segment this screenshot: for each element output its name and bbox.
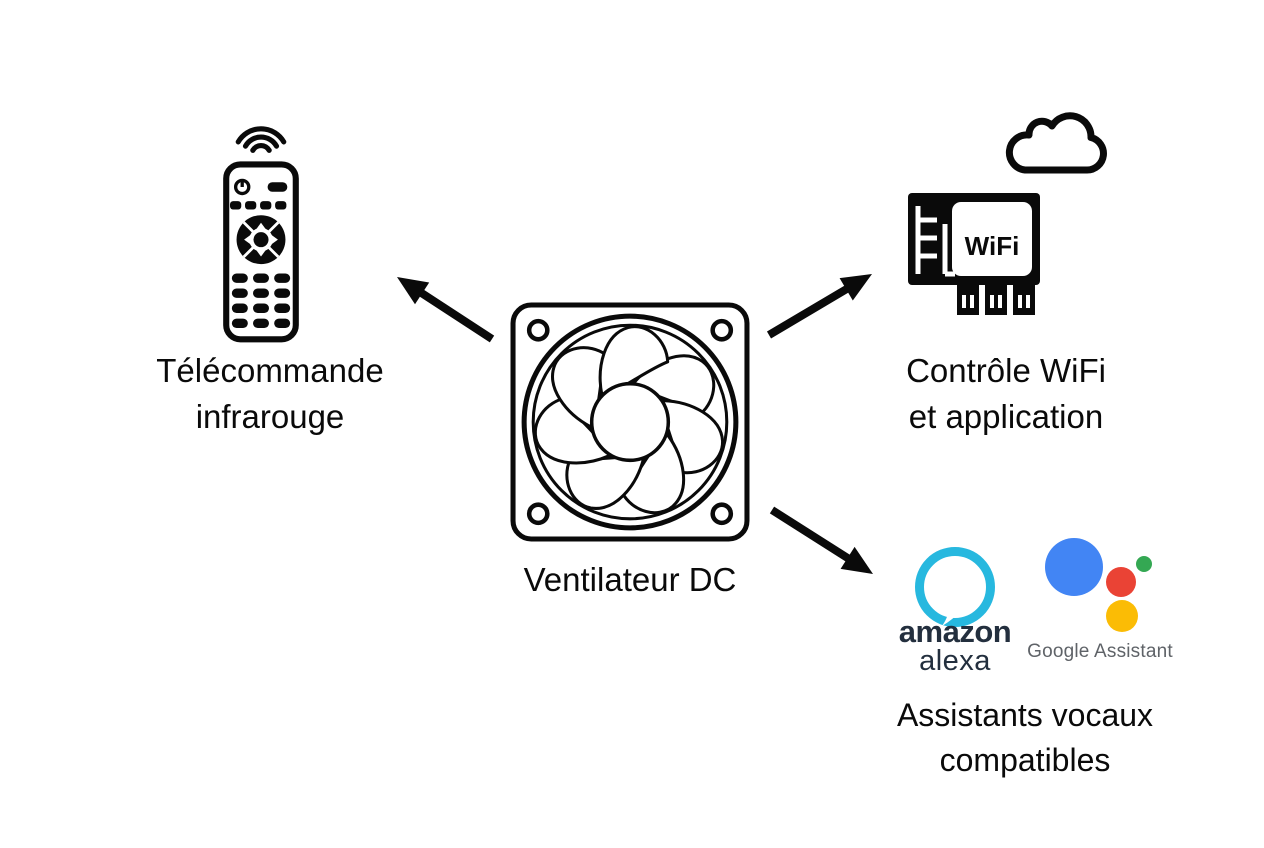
cloud-icon <box>1005 112 1107 174</box>
arrow-to-remote <box>397 277 495 343</box>
remote-label-line2: infrarouge <box>195 398 345 435</box>
amazon-alexa-wordmark: amazon alexa <box>878 614 1032 677</box>
wifi-chip-text: WiFi <box>965 231 1020 261</box>
wifi-module-icon: WiFi <box>908 193 1040 315</box>
ir-waves-icon <box>235 126 287 153</box>
power-icon <box>233 178 251 196</box>
antenna-trace-icon <box>915 206 955 277</box>
fan-label: Ventilateur DC <box>470 557 790 603</box>
amazon-word: amazon <box>898 614 1012 649</box>
wifi-label: Contrôle WiFi et application <box>845 348 1167 440</box>
assistants-label: Assistants vocaux compatibles <box>835 693 1215 783</box>
wifi-label-line2: et application <box>908 398 1104 435</box>
alexa-word: alexa <box>919 645 991 677</box>
dc-fan-icon <box>510 302 750 542</box>
assistants-label-line1: Assistants vocaux <box>896 697 1154 733</box>
remote-label-line1: Télécommande <box>156 352 384 389</box>
dpad-icon <box>236 215 286 265</box>
google-assistant-logo-icon <box>1045 538 1152 632</box>
screw-holes <box>526 318 734 526</box>
amazon-alexa-logo-icon <box>915 547 995 627</box>
module-pins <box>957 285 1035 315</box>
arrow-to-assistants <box>769 506 873 574</box>
fan-label-text: Ventilateur DC <box>523 561 737 598</box>
arrow-to-wifi <box>766 274 872 339</box>
wifi-label-line1: Contrôle WiFi <box>906 352 1106 389</box>
assistants-label-line2: compatibles <box>939 742 1111 778</box>
remote-label: Télécommande infrarouge <box>90 348 450 440</box>
remote-control-icon <box>223 126 299 343</box>
google-assistant-wordmark: Google Assistant <box>1027 641 1173 662</box>
